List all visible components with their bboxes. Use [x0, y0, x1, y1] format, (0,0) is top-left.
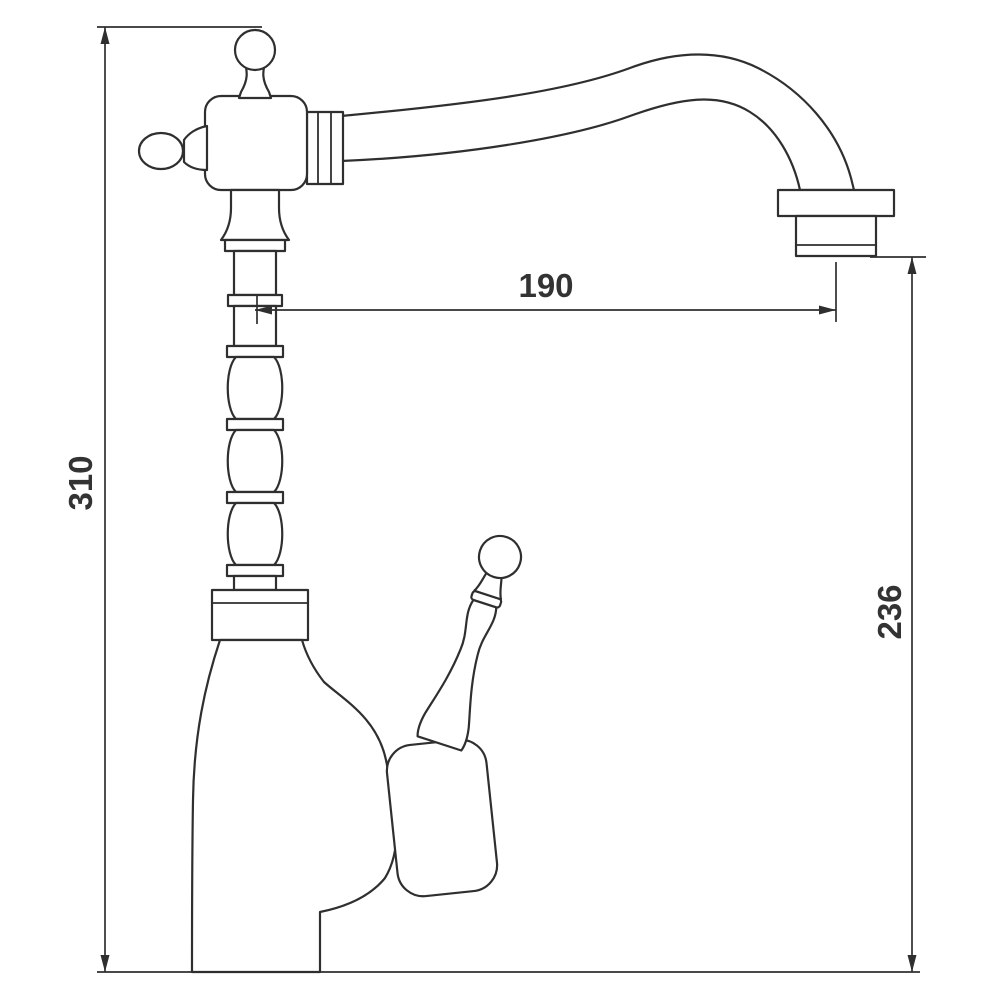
column-vase-1	[226, 355, 284, 421]
base-collar	[210, 588, 310, 642]
dim-arrow-reach-right	[819, 305, 836, 315]
faucet-outline-group	[137, 28, 896, 974]
spout-outlet-body	[794, 214, 878, 258]
spout-swan-neck	[339, 53, 856, 192]
dim-arrow-left-bottom	[100, 955, 110, 972]
dim-arrow-reach-left	[255, 305, 272, 315]
column-ring-1	[223, 238, 287, 253]
dim-total-height: 310	[62, 26, 920, 973]
dimension-group: 310 236 190	[62, 26, 926, 973]
dim-label-spout-reach: 190	[518, 267, 573, 304]
lever-ball	[477, 534, 523, 580]
dim-outlet-height: 236	[870, 256, 926, 972]
hub-body	[203, 94, 309, 192]
left-knob-ball	[137, 131, 185, 171]
column-ring-4	[225, 417, 285, 432]
dim-arrow-left-top	[100, 27, 110, 44]
lever-baluster	[416, 598, 498, 752]
dim-arrow-right-top	[907, 257, 917, 274]
column-shaft-3	[232, 574, 278, 592]
top-knob-ball	[233, 28, 277, 72]
column-bell-collar	[219, 188, 291, 242]
spout-collar	[305, 110, 345, 186]
dim-label-outlet-height: 236	[871, 584, 908, 639]
dim-label-total-height: 310	[62, 455, 99, 510]
column-vase-3	[226, 501, 284, 567]
lower-body	[190, 638, 398, 974]
spout-outlet-flange	[776, 188, 896, 218]
column-ring-5	[225, 490, 285, 505]
column-ring-2	[226, 293, 284, 308]
cartridge-cover	[385, 738, 499, 898]
column-vase-2	[226, 428, 284, 494]
side-lever-group	[416, 534, 523, 752]
column-shaft-1	[232, 249, 278, 297]
column-ring-3	[225, 344, 285, 359]
dim-arrow-right-bottom	[907, 955, 917, 972]
left-knob-neck	[182, 124, 209, 172]
column-ring-6	[225, 563, 285, 578]
dim-spout-reach: 190	[255, 262, 837, 324]
